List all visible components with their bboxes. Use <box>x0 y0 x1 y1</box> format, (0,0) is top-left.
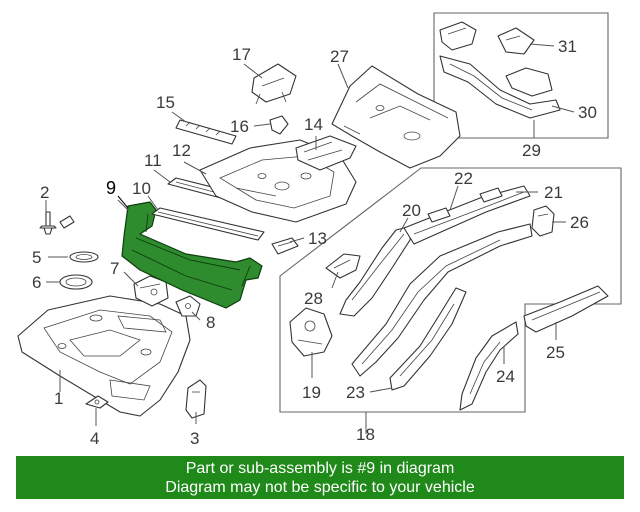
part-bolt <box>39 211 75 235</box>
callout-25: 25 <box>546 343 565 362</box>
part-bracket-17 <box>251 63 297 105</box>
part-rear-panel-27 <box>331 65 461 169</box>
callout-18: 18 <box>356 425 375 444</box>
callout-15: 15 <box>156 93 175 112</box>
part-bracket-4 <box>85 395 109 409</box>
callout-7: 7 <box>110 259 119 278</box>
part-rail-20 <box>339 225 413 317</box>
part-bracket-7 <box>133 275 169 307</box>
part-bracket-3 <box>185 379 207 419</box>
part-rail-24 <box>459 321 519 411</box>
callout-12: 12 <box>172 141 191 160</box>
callout-10: 10 <box>132 179 151 198</box>
part-rail-10 <box>151 207 265 241</box>
callout-20: 20 <box>402 201 421 220</box>
banner-line-2: Diagram may not be specific to your vehi… <box>165 479 475 496</box>
part-extension-29b <box>439 55 561 119</box>
part-bracket-19 <box>289 307 333 357</box>
callout-27: 27 <box>330 47 349 66</box>
callout-2: 2 <box>40 183 49 202</box>
callout-22: 22 <box>454 169 473 188</box>
part-clip-16 <box>269 115 289 135</box>
callout-24: 24 <box>496 367 515 386</box>
part-bracket-26 <box>531 205 555 237</box>
part-strip-15 <box>175 119 237 145</box>
part-bracket-28 <box>325 253 361 279</box>
callout-9: 9 <box>106 178 116 198</box>
part-bracket-8 <box>175 295 201 317</box>
info-banner: Part or sub-assembly is #9 in diagram Di… <box>16 456 624 499</box>
part-side-rail-23 <box>351 223 533 391</box>
callout-19: 19 <box>302 383 321 402</box>
part-rail-21 <box>403 185 531 245</box>
callout-30: 30 <box>578 103 597 122</box>
callout-8: 8 <box>206 313 215 332</box>
group-frame-29 <box>433 12 609 139</box>
part-bracket-31 <box>497 27 535 55</box>
callout-29: 29 <box>522 141 541 160</box>
callout-14: 14 <box>304 115 323 134</box>
part-grommet-6 <box>59 274 93 290</box>
leader-lines <box>45 43 575 434</box>
callout-4: 4 <box>90 429 99 448</box>
part-extension-29a <box>439 21 477 51</box>
part-cross-member-9 <box>121 201 263 309</box>
callout-16: 16 <box>230 117 249 136</box>
part-rear-floor-pan <box>17 295 191 417</box>
part-plug-5 <box>69 251 99 263</box>
callout-23: 23 <box>346 383 365 402</box>
callout-26: 26 <box>570 213 589 232</box>
callout-11: 11 <box>144 151 162 170</box>
part-bracket-22 <box>427 187 503 223</box>
callout-28: 28 <box>304 289 323 308</box>
callout-1: 1 <box>54 389 63 408</box>
part-rail-25 <box>523 285 609 333</box>
callout-6: 6 <box>32 273 41 292</box>
callout-17: 17 <box>232 45 251 64</box>
part-bracket-14 <box>295 135 357 171</box>
callout-13: 13 <box>308 229 327 248</box>
callout-21: 21 <box>544 183 563 202</box>
callout-31: 31 <box>558 37 577 56</box>
callout-3: 3 <box>190 429 199 448</box>
callout-5: 5 <box>32 248 41 267</box>
leader-line-9 <box>117 195 129 209</box>
banner-line-1: Part or sub-assembly is #9 in diagram <box>185 460 455 477</box>
